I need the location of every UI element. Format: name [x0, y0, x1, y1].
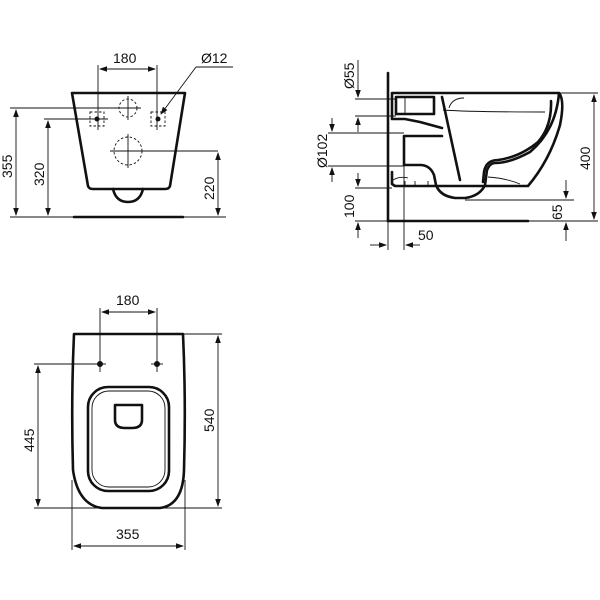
- dim-top-total-depth: 540: [201, 408, 217, 432]
- dim-top-bolt-spacing: 180: [116, 292, 140, 308]
- dim-rear-bolt-diameter: Ø12: [201, 50, 228, 66]
- dim-side-outlet-height: 100: [341, 194, 357, 218]
- dim-side-outlet-diameter: Ø102: [314, 134, 330, 168]
- bowl-inner: [440, 95, 553, 184]
- dim-top-width: 355: [116, 526, 140, 542]
- side-view: Ø55 Ø102 100 50 400 65: [314, 60, 598, 250]
- rear-bottom-lip: [111, 187, 145, 204]
- seat-inner: [91, 390, 166, 488]
- dim-rear-height-bolts: 320: [31, 162, 47, 186]
- dim-rear-height-outlet: 220: [201, 176, 217, 200]
- inlet-pipe: [394, 95, 436, 116]
- dim-top-bolt-to-front: 445: [21, 428, 37, 452]
- lid-notch: [113, 403, 144, 430]
- dim-side-inlet-diameter: Ø55: [341, 62, 357, 89]
- dim-rear-bolt-spacing: 180: [113, 50, 137, 66]
- dim-side-total-height: 400: [577, 146, 593, 170]
- rear-view: 180 Ø12 355 320 220: [0, 50, 233, 219]
- dim-side-wall-offset: 50: [418, 227, 434, 243]
- seat-outer: [86, 385, 171, 493]
- dim-rear-height-top: 355: [0, 154, 15, 178]
- rear-bolt-right: [150, 111, 166, 127]
- rear-body-outline: [70, 91, 187, 191]
- top-view: 180 445 540 355: [21, 292, 222, 550]
- rear-bolt-left: [89, 111, 105, 127]
- bowl-outline: [390, 91, 564, 200]
- dim-side-bottom-clearance: 65: [549, 204, 565, 220]
